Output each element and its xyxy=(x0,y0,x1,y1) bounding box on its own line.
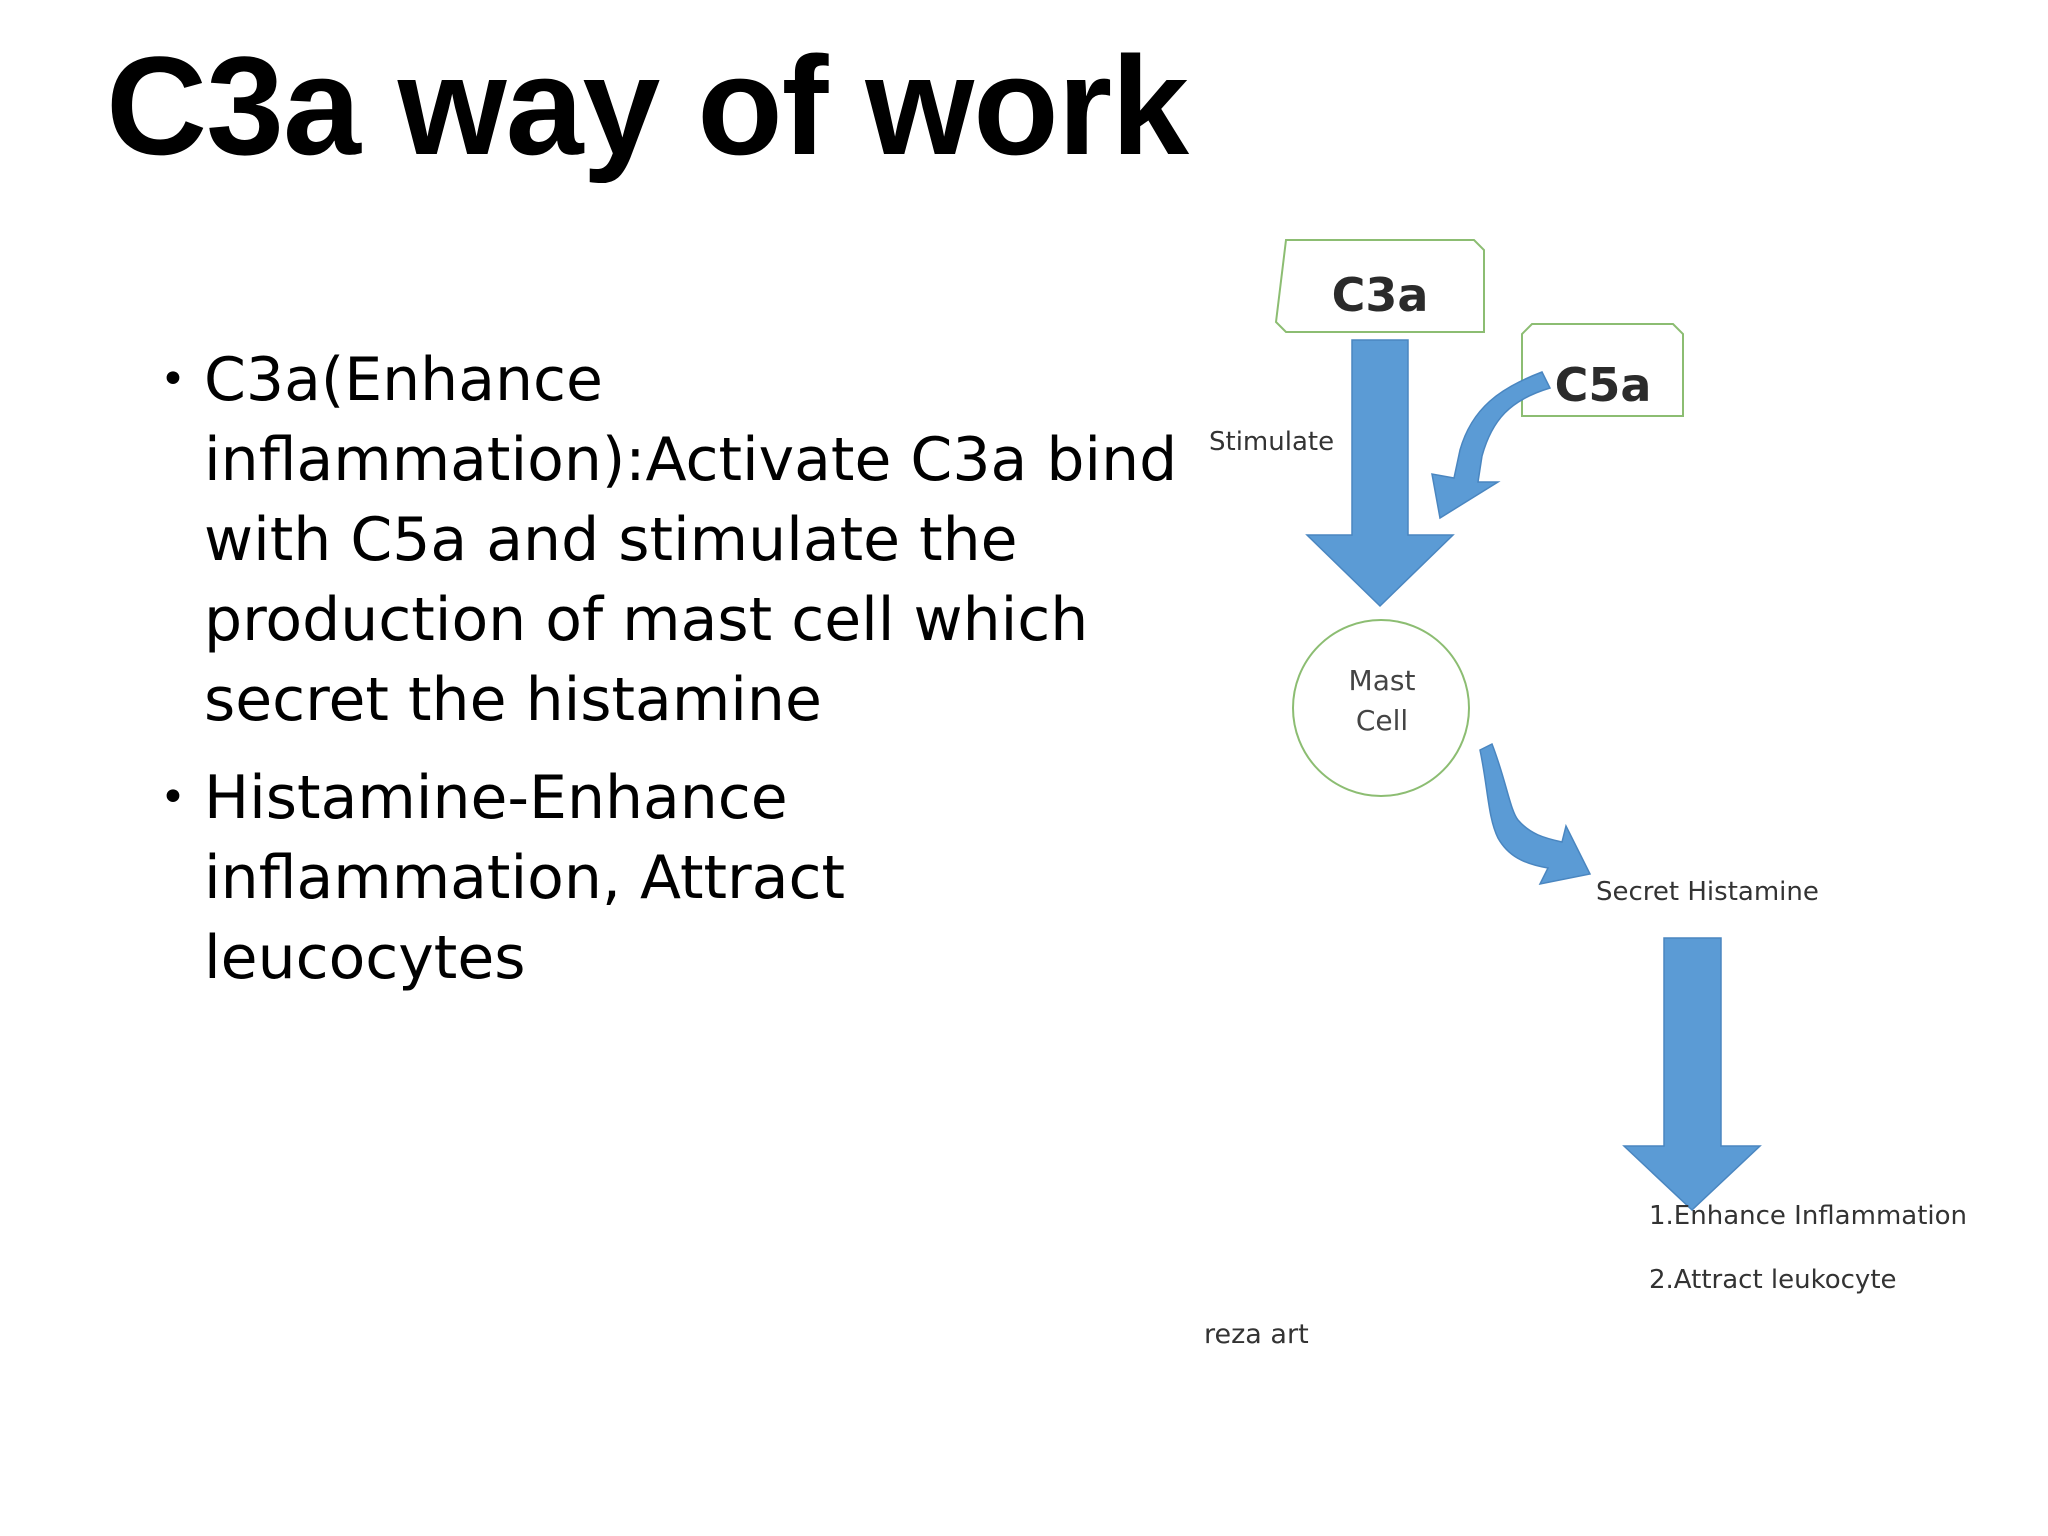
bullet-dot-icon: • xyxy=(160,772,186,823)
c3a-flow-diagram: C3a C5a Stimulate Mast Cell Secret Hista… xyxy=(1170,220,2000,1380)
histamine-release-arrow xyxy=(1479,742,1592,886)
bullet-text: C3a(Enhance inflammation):Activate C3a b… xyxy=(204,345,1178,735)
mast-cell-circle xyxy=(1292,619,1470,797)
effect-attract-leukocyte: 2.Attract leukocyte xyxy=(1649,1265,1897,1295)
c3a-box-shape xyxy=(1274,239,1485,333)
bullet-dot-icon: • xyxy=(160,354,186,405)
mast-cell-label-line1: Mast xyxy=(1349,664,1416,697)
bullet-item-histamine: • Histamine-Enhance inflammation, Attrac… xyxy=(160,758,1185,998)
c3a-box-label: C3a xyxy=(1332,268,1429,322)
effects-arrow xyxy=(1622,937,1762,1212)
flow-diagram-canvas: C3a C5a Stimulate Mast Cell Secret Hista… xyxy=(1170,220,1967,1350)
mast-cell-label-line2: Cell xyxy=(1356,704,1408,737)
image-credit: reza art xyxy=(1204,1319,1309,1350)
bullet-list: • C3a(Enhance inflammation):Activate C3a… xyxy=(160,340,1185,1016)
stimulate-arrow xyxy=(1305,339,1455,608)
bullet-text: Histamine-Enhance inflammation, Attract … xyxy=(204,763,845,993)
c5a-merge-arrow xyxy=(1431,371,1552,520)
bullet-item-c3a: • C3a(Enhance inflammation):Activate C3a… xyxy=(160,340,1185,740)
c3a-box xyxy=(1170,220,1287,238)
c5a-box-label: C5a xyxy=(1555,358,1652,412)
stimulate-label: Stimulate xyxy=(1209,427,1334,457)
secret-histamine-label: Secret Histamine xyxy=(1596,877,1819,907)
c5a-box-shape xyxy=(1521,323,1684,417)
effect-enhance-inflammation: 1.Enhance Inflammation xyxy=(1649,1201,1967,1231)
slide-title: C3a way of work xyxy=(106,27,1189,184)
